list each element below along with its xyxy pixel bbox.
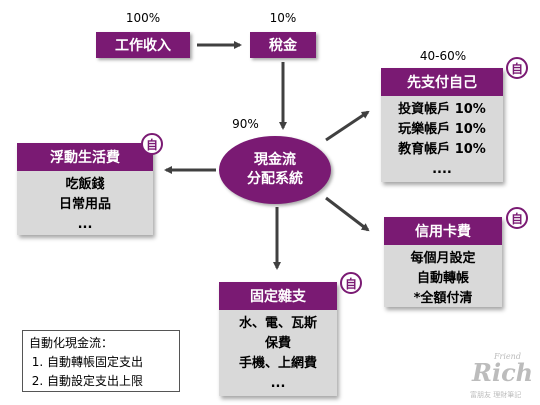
list-item: 自動轉帳 [416, 271, 469, 286]
income-percent: 100% [125, 11, 161, 25]
cashflow-hub: 現金流 分配系統 [219, 136, 331, 204]
self-badge: 自 [141, 133, 163, 155]
logo-sub-text: 富朋友 理財筆記 [470, 391, 522, 399]
pay-yourself-percent: 40-60% [419, 49, 467, 63]
list-item: 每個月設定 [410, 251, 476, 266]
fixed-expenses-body: 水、電、瓦斯 保費 手機、上網費 ... [219, 310, 337, 396]
list-item: 水、電、瓦斯 [238, 316, 317, 331]
income-box: 工作收入 [96, 32, 190, 58]
list-item: ... [77, 217, 93, 232]
credit-card-card: 信用卡費 每個月設定 自動轉帳 *全額付清 [384, 217, 502, 307]
note-title: 自動化現金流： [29, 336, 114, 350]
arrow-hub-to-pay-yourself [325, 110, 370, 142]
list-item: 日常用品 [58, 197, 111, 212]
list-item: ... [270, 376, 286, 391]
fixed-expenses-title: 固定雜支 [219, 282, 337, 310]
floating-expenses-title: 浮動生活費 [17, 143, 153, 171]
arrow-hub-to-credit [325, 196, 370, 232]
credit-card-body: 每個月設定 自動轉帳 *全額付清 [384, 245, 502, 307]
logo-big-text: Rich [472, 358, 534, 387]
self-badge: 自 [506, 207, 528, 229]
hub-line2: 分配系統 [247, 171, 303, 187]
logo-small-text: Friend [494, 352, 521, 361]
self-badge: 自 [340, 272, 362, 294]
hub-percent: 90% [232, 117, 259, 131]
self-badge: 自 [506, 57, 528, 79]
list-item: 自動轉帳固定支出 [47, 353, 173, 372]
pay-yourself-body: 投資帳戶 10% 玩樂帳戶 10% 教育帳戶 10% .... [381, 96, 503, 182]
tax-percent: 10% [269, 11, 297, 25]
list-item: 手機、上網費 [238, 356, 317, 371]
floating-expenses-body: 吃飯錢 日常用品 ... [17, 171, 153, 235]
list-item: 自動設定支出上限 [47, 372, 173, 391]
pay-yourself-title: 先支付自己 [381, 68, 503, 96]
credit-card-title: 信用卡費 [384, 217, 502, 245]
list-item: 投資帳戶 10% [398, 102, 486, 117]
list-item: *全額付清 [413, 291, 473, 306]
hub-line1: 現金流 [254, 152, 296, 168]
floating-expenses-card: 浮動生活費 吃飯錢 日常用品 ... [17, 143, 153, 235]
list-item: 吃飯錢 [65, 177, 105, 192]
pay-yourself-card: 先支付自己 投資帳戶 10% 玩樂帳戶 10% 教育帳戶 10% .... [381, 68, 503, 182]
tax-box: 稅金 [250, 32, 316, 58]
list-item: .... [432, 162, 452, 177]
fixed-expenses-card: 固定雜支 水、電、瓦斯 保費 手機、上網費 ... [219, 282, 337, 396]
note-list: 自動轉帳固定支出 自動設定支出上限 [29, 353, 173, 391]
list-item: 教育帳戶 10% [398, 142, 486, 157]
list-item: 玩樂帳戶 10% [398, 122, 486, 137]
automation-note: 自動化現金流： 自動轉帳固定支出 自動設定支出上限 [22, 330, 180, 392]
friend-rich-logo: Friend Rich 富朋友 理財筆記 [470, 352, 534, 402]
list-item: 保費 [264, 336, 291, 351]
